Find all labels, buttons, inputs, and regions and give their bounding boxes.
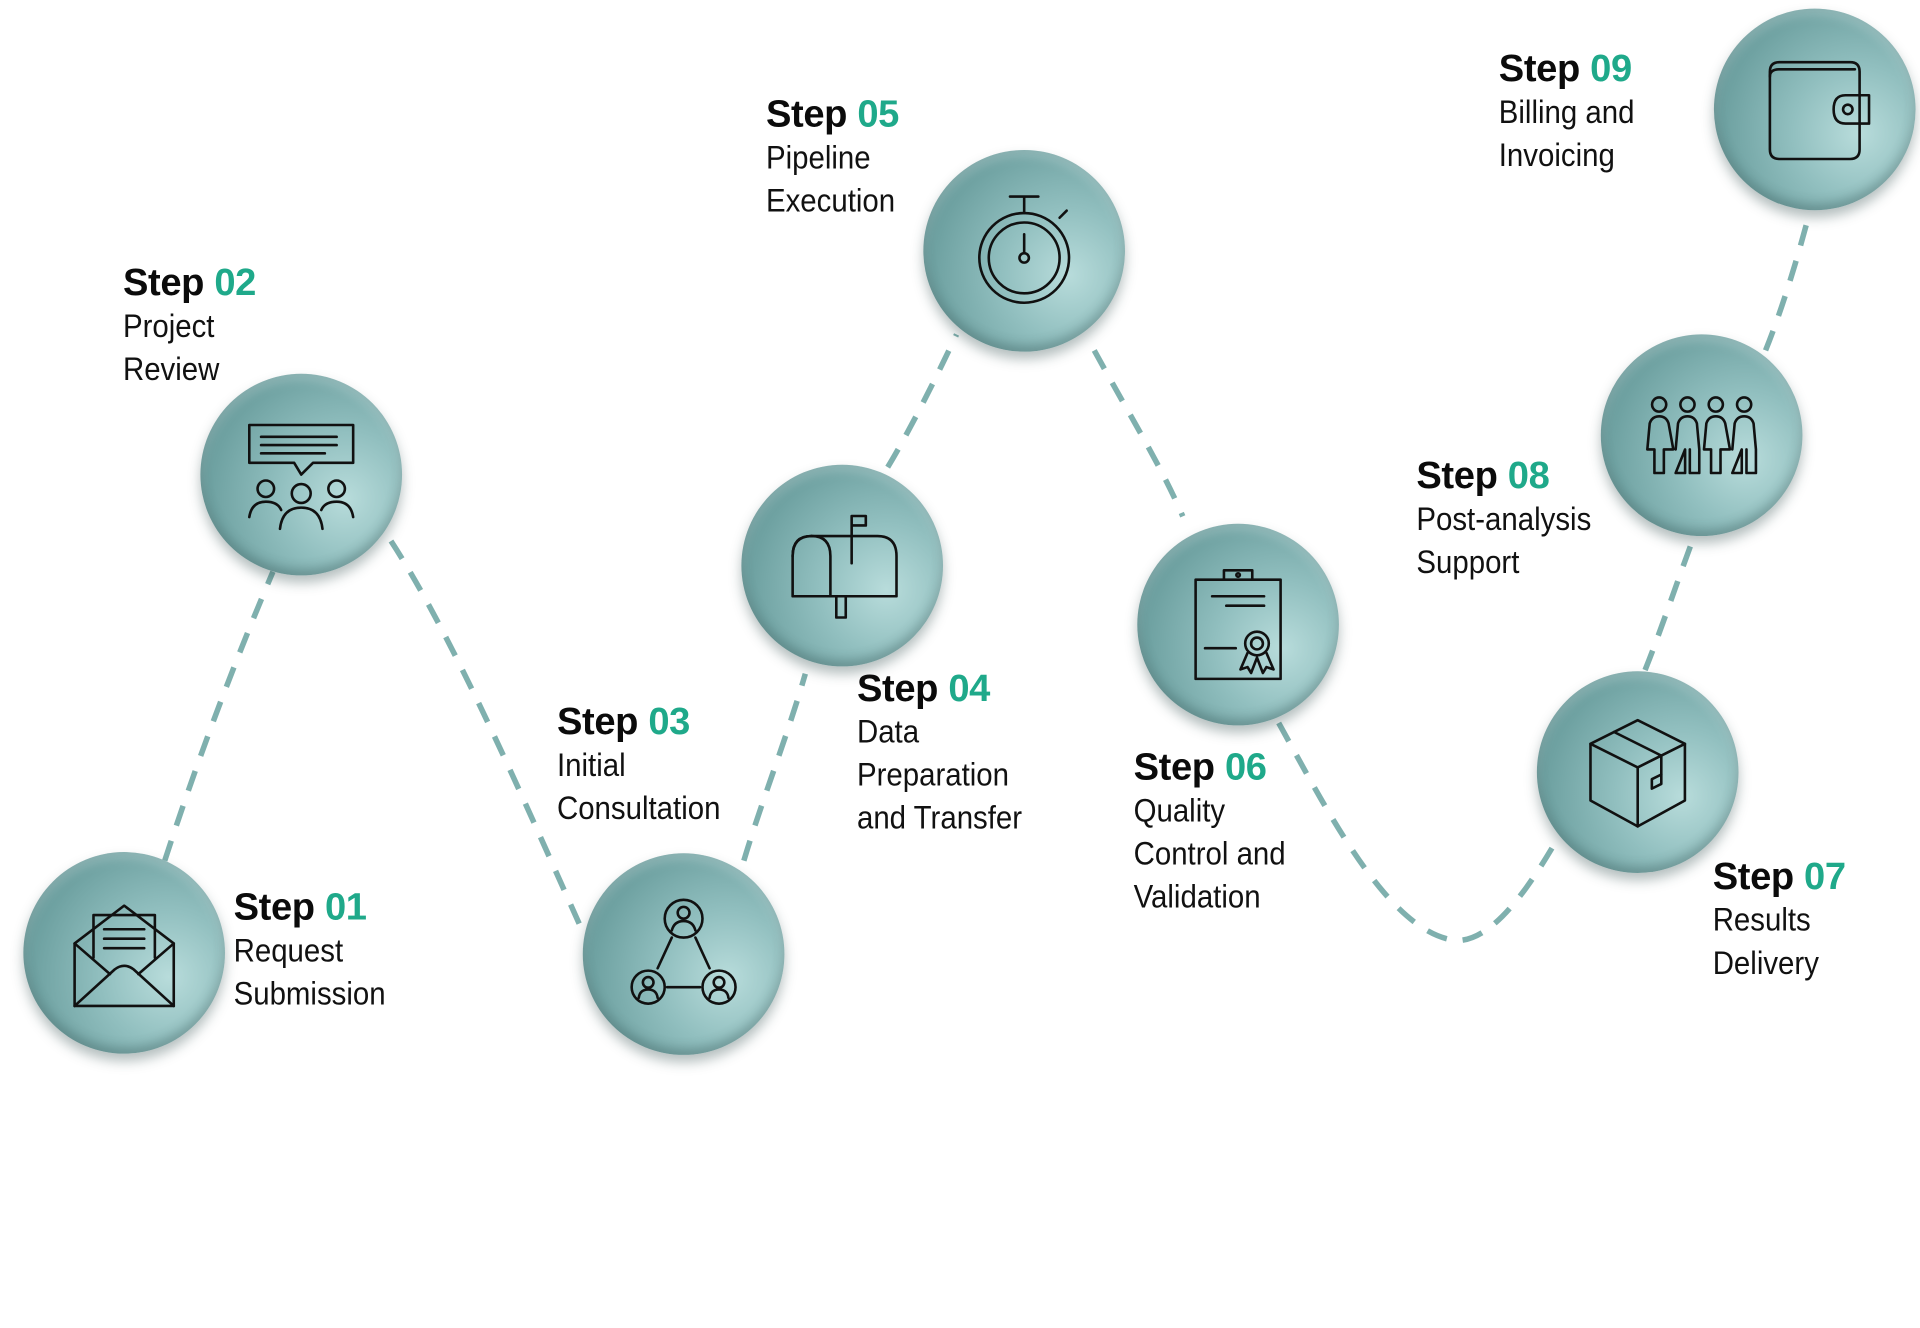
- step-01-heading: Step 01: [233, 885, 367, 929]
- step-05-node: [923, 149, 1125, 352]
- step-07-heading: Step 07: [1712, 854, 1846, 898]
- step-08-heading: Step 08: [1416, 453, 1550, 497]
- stopwatch-icon: [978, 195, 1071, 305]
- team-people-icon: [1646, 396, 1758, 475]
- step-05-heading: Step 05: [765, 92, 900, 136]
- certificate-clipboard-icon: [1194, 568, 1282, 681]
- mailbox-icon: [791, 514, 898, 619]
- step-06-heading: Step 06: [1133, 745, 1267, 789]
- step-01-node: [23, 852, 225, 1054]
- network-people-icon: [630, 898, 737, 1005]
- step-06-node: [1137, 523, 1339, 726]
- group-discussion-icon: [247, 423, 355, 531]
- step-08-node: [1600, 334, 1803, 537]
- step-09-heading: Step 09: [1498, 46, 1632, 90]
- step-09-node: [1713, 8, 1916, 211]
- envelope-letter-icon: [73, 904, 176, 1008]
- step-02-node: [200, 373, 403, 576]
- wallet-icon: [1768, 60, 1871, 161]
- step-07-node: [1536, 671, 1739, 873]
- step-03-heading: Step 03: [556, 699, 690, 743]
- step-02-heading: Step 02: [122, 260, 256, 304]
- package-box-icon: [1589, 718, 1687, 828]
- step-03-node: [582, 853, 785, 1055]
- step-04-node: [741, 464, 944, 667]
- dashed-connector-path: [162, 210, 1813, 944]
- step-04-heading: Step 04: [856, 666, 990, 710]
